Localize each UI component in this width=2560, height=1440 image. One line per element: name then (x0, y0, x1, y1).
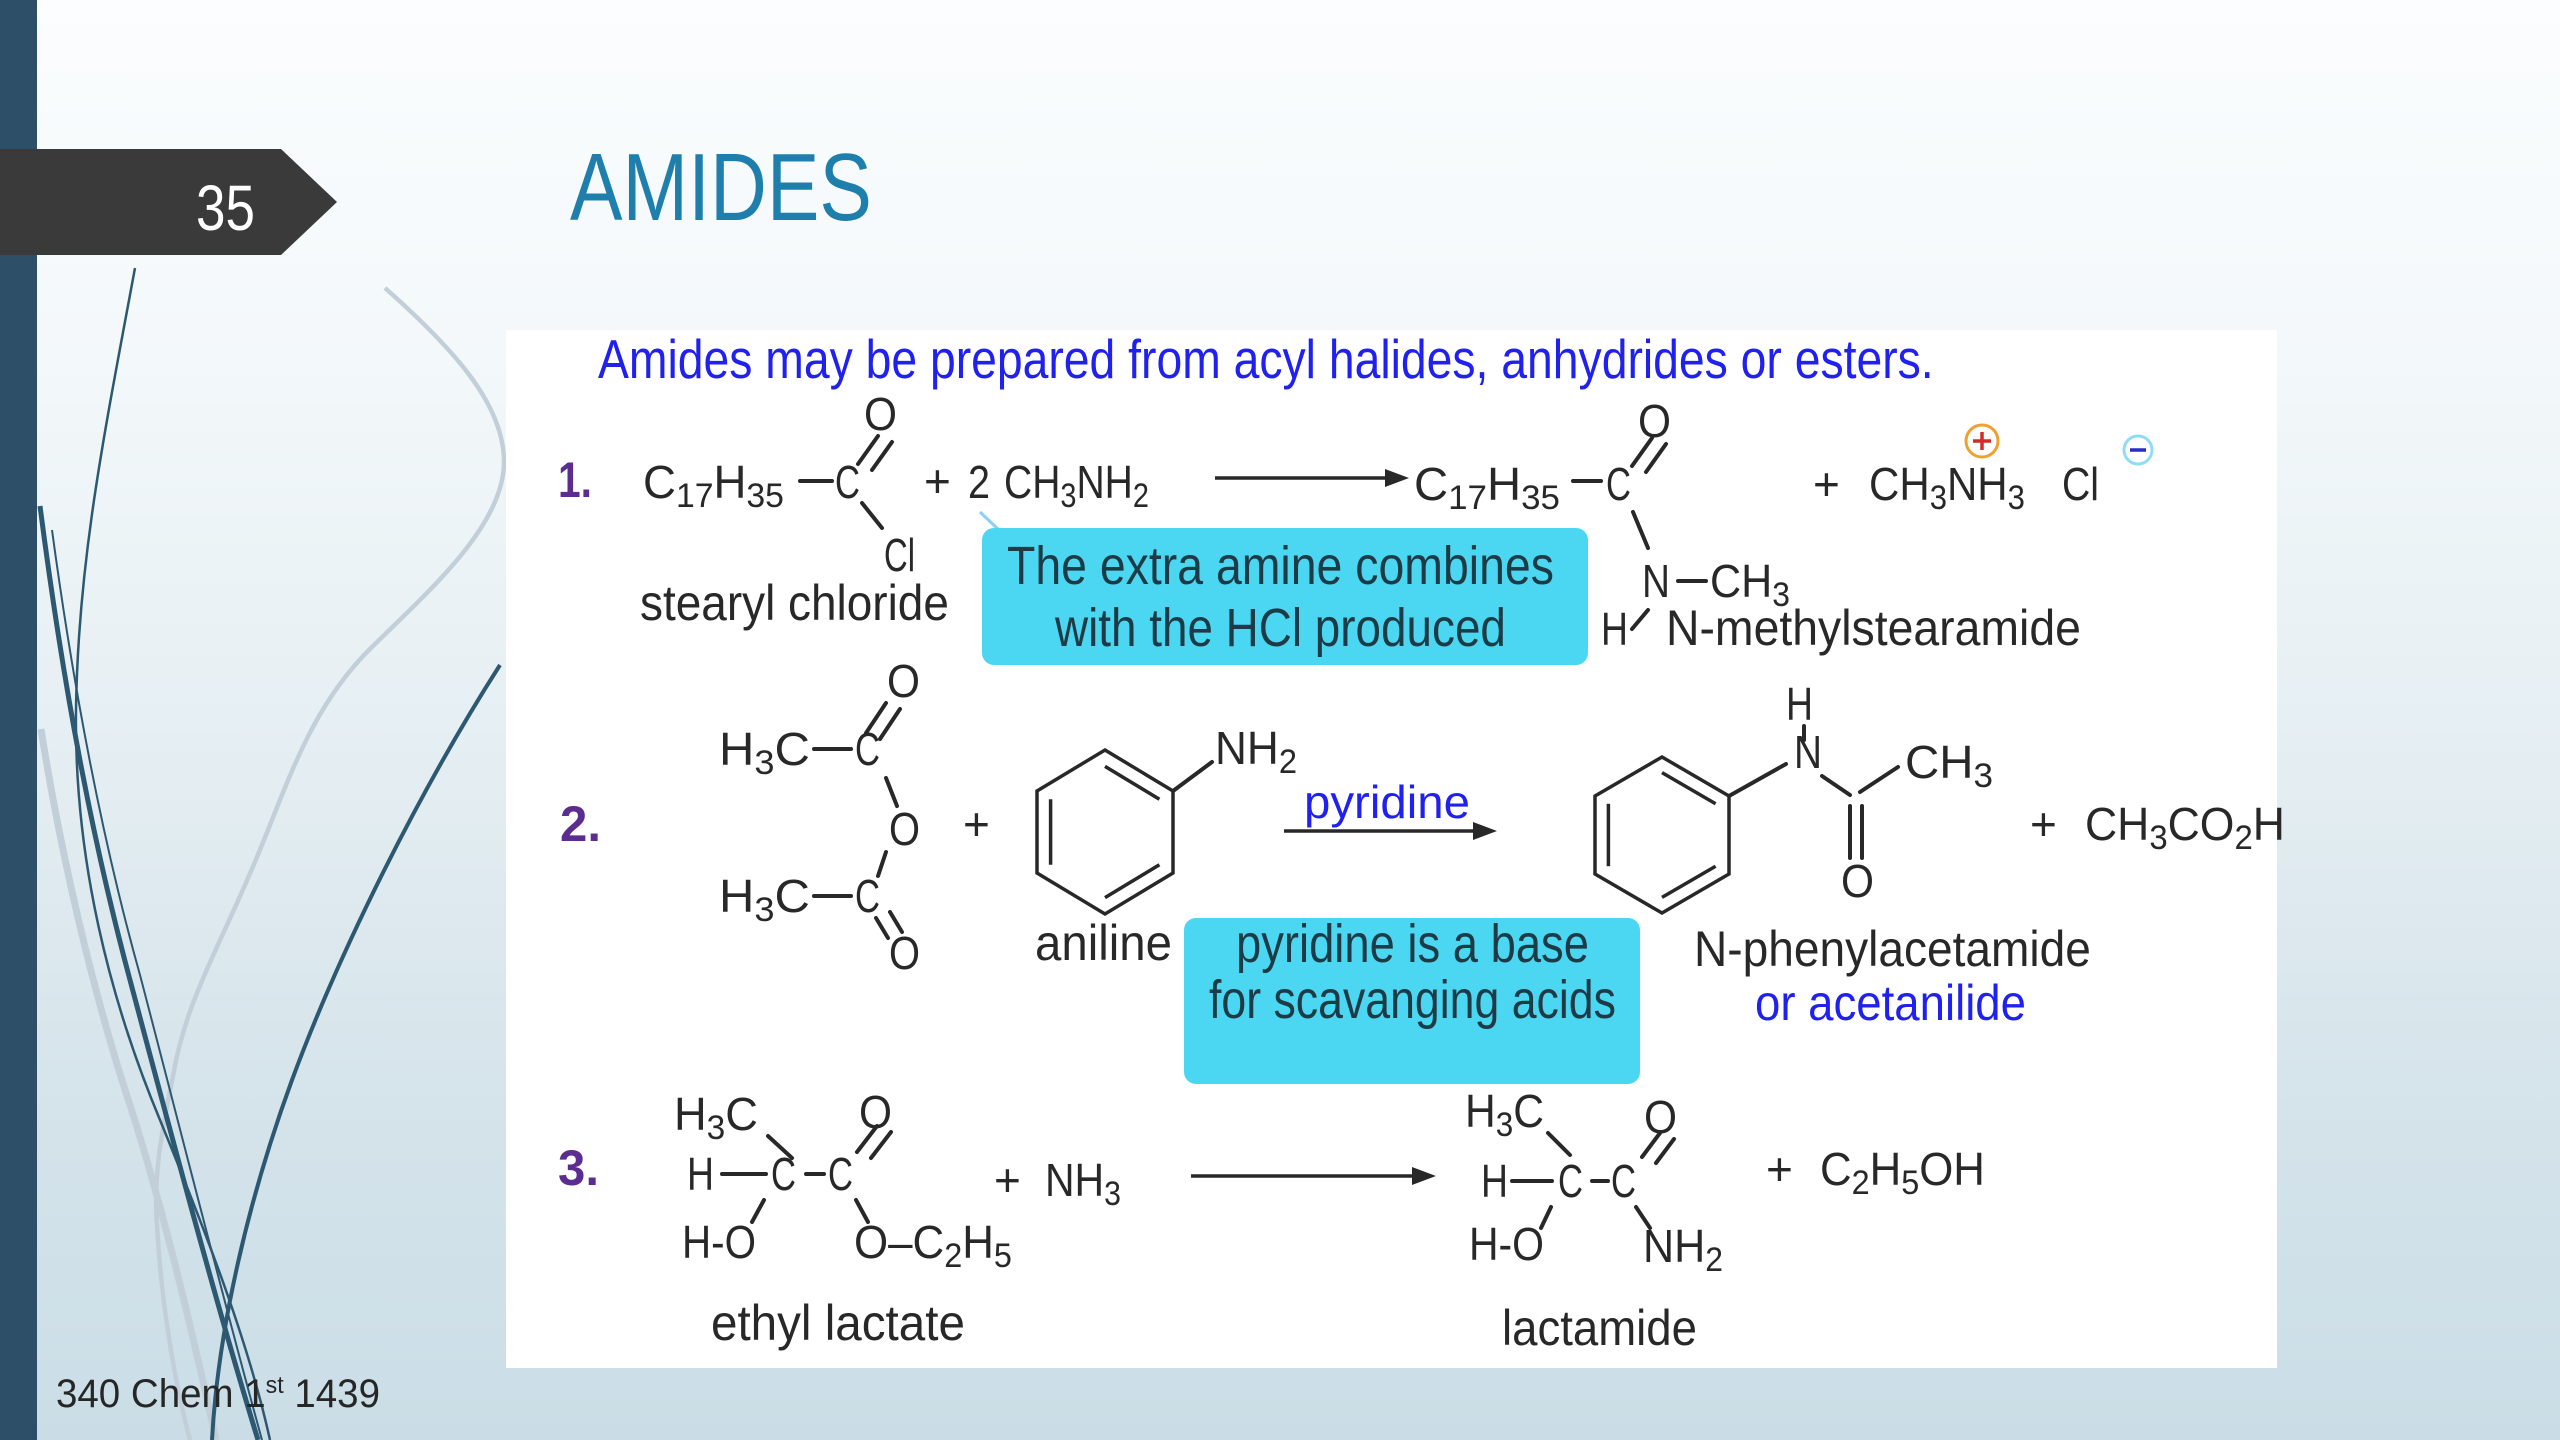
svg-text:+: + (924, 455, 951, 507)
svg-text:3.: 3. (558, 1140, 599, 1196)
svg-text:H3​C: H3​C (719, 724, 810, 781)
svg-text:2.: 2. (560, 796, 601, 852)
svg-text:CH3​NH2​: CH3​NH2​ (1004, 457, 1149, 515)
svg-text:C: C (1558, 1155, 1583, 1207)
svg-text:C: C (828, 1148, 853, 1200)
svg-text:aniline: aniline (1035, 916, 1172, 971)
svg-text:H3​C: H3​C (1465, 1087, 1544, 1144)
svg-text:C: C (855, 723, 880, 775)
svg-text:O: O (889, 928, 920, 979)
svg-text:H3​C: H3​C (674, 1089, 758, 1147)
svg-text:+: + (1813, 458, 1840, 510)
svg-text:H: H (687, 1148, 714, 1200)
svg-text:C: C (835, 456, 860, 508)
svg-text:O: O (887, 656, 920, 707)
svg-text:O–C2​H5​: O–C2​H5​ (854, 1216, 1012, 1275)
svg-text:N-phenylacetamide: N-phenylacetamide (1694, 921, 2091, 977)
svg-text:CH3​NH3​: CH3​NH3​ (1869, 459, 2025, 516)
svg-text:H: H (1601, 603, 1628, 655)
svg-text:1.: 1. (558, 452, 592, 508)
svg-text:C: C (771, 1148, 796, 1200)
svg-text:C: C (855, 870, 880, 922)
svg-text:O: O (859, 1087, 892, 1138)
svg-text:Cl: Cl (2062, 459, 2099, 511)
svg-text:O: O (889, 804, 920, 855)
svg-text:O: O (1841, 856, 1874, 907)
svg-text:NH2​: NH2​ (1643, 1222, 1723, 1278)
svg-text:C17​H35​: C17​H35​ (1414, 459, 1560, 517)
svg-text:for scavanging acids: for scavanging acids (1209, 970, 1616, 1030)
svg-text:+: + (2030, 798, 2057, 850)
svg-text:CH3​: CH3​ (1905, 737, 1993, 795)
svg-text:N-methylstearamide: N-methylstearamide (1666, 600, 2081, 656)
svg-text:NH3​: NH3​ (1045, 1156, 1121, 1213)
svg-text:N: N (1794, 727, 1822, 779)
svg-text:NH2​: NH2​ (1215, 722, 1297, 781)
svg-text:H-O: H-O (682, 1218, 756, 1269)
svg-text:35: 35 (196, 173, 255, 244)
svg-text:CH3​CO2​H: CH3​CO2​H (2085, 798, 2285, 857)
svg-text:C2​H5​OH: C2​H5​OH (1820, 1143, 1985, 1202)
svg-text:with the HCl produced: with the HCl produced (1054, 597, 1506, 657)
svg-text:2: 2 (968, 457, 990, 508)
svg-text:H3​C: H3​C (719, 871, 810, 928)
svg-text:340 Chem 1st​ 1439: 340 Chem 1st​ 1439 (56, 1371, 380, 1416)
svg-text:pyridine is a base: pyridine is a base (1236, 913, 1589, 974)
svg-text:The extra amine combines: The extra amine combines (1007, 535, 1554, 596)
svg-text:+: + (963, 798, 990, 850)
svg-text:Cl: Cl (884, 531, 915, 582)
svg-text:H: H (1481, 1155, 1508, 1207)
svg-text:AMIDES: AMIDES (570, 134, 872, 241)
svg-text:C17​H35​: C17​H35​ (643, 457, 784, 515)
svg-text:N: N (1642, 556, 1670, 608)
svg-text:C: C (1611, 1155, 1636, 1207)
svg-text:+: + (1766, 1143, 1793, 1195)
svg-text:+: + (994, 1154, 1021, 1206)
svg-text:O: O (1644, 1092, 1677, 1143)
svg-text:H-O: H-O (1469, 1220, 1544, 1271)
svg-text:O: O (1638, 396, 1671, 447)
svg-text:pyridine: pyridine (1304, 777, 1470, 828)
svg-text:Amides may be prepared from ac: Amides may be prepared from acyl halides… (598, 328, 1934, 390)
svg-text:CH3​: CH3​ (1710, 557, 1790, 613)
svg-text:lactamide: lactamide (1502, 1301, 1697, 1356)
svg-text:H: H (1786, 678, 1813, 730)
svg-text:or acetanilide: or acetanilide (1755, 976, 2026, 1031)
svg-text:C: C (1606, 458, 1631, 510)
svg-text:ethyl lactate: ethyl lactate (711, 1296, 965, 1351)
svg-text:stearyl chloride: stearyl chloride (640, 576, 949, 631)
svg-text:O: O (864, 389, 897, 440)
